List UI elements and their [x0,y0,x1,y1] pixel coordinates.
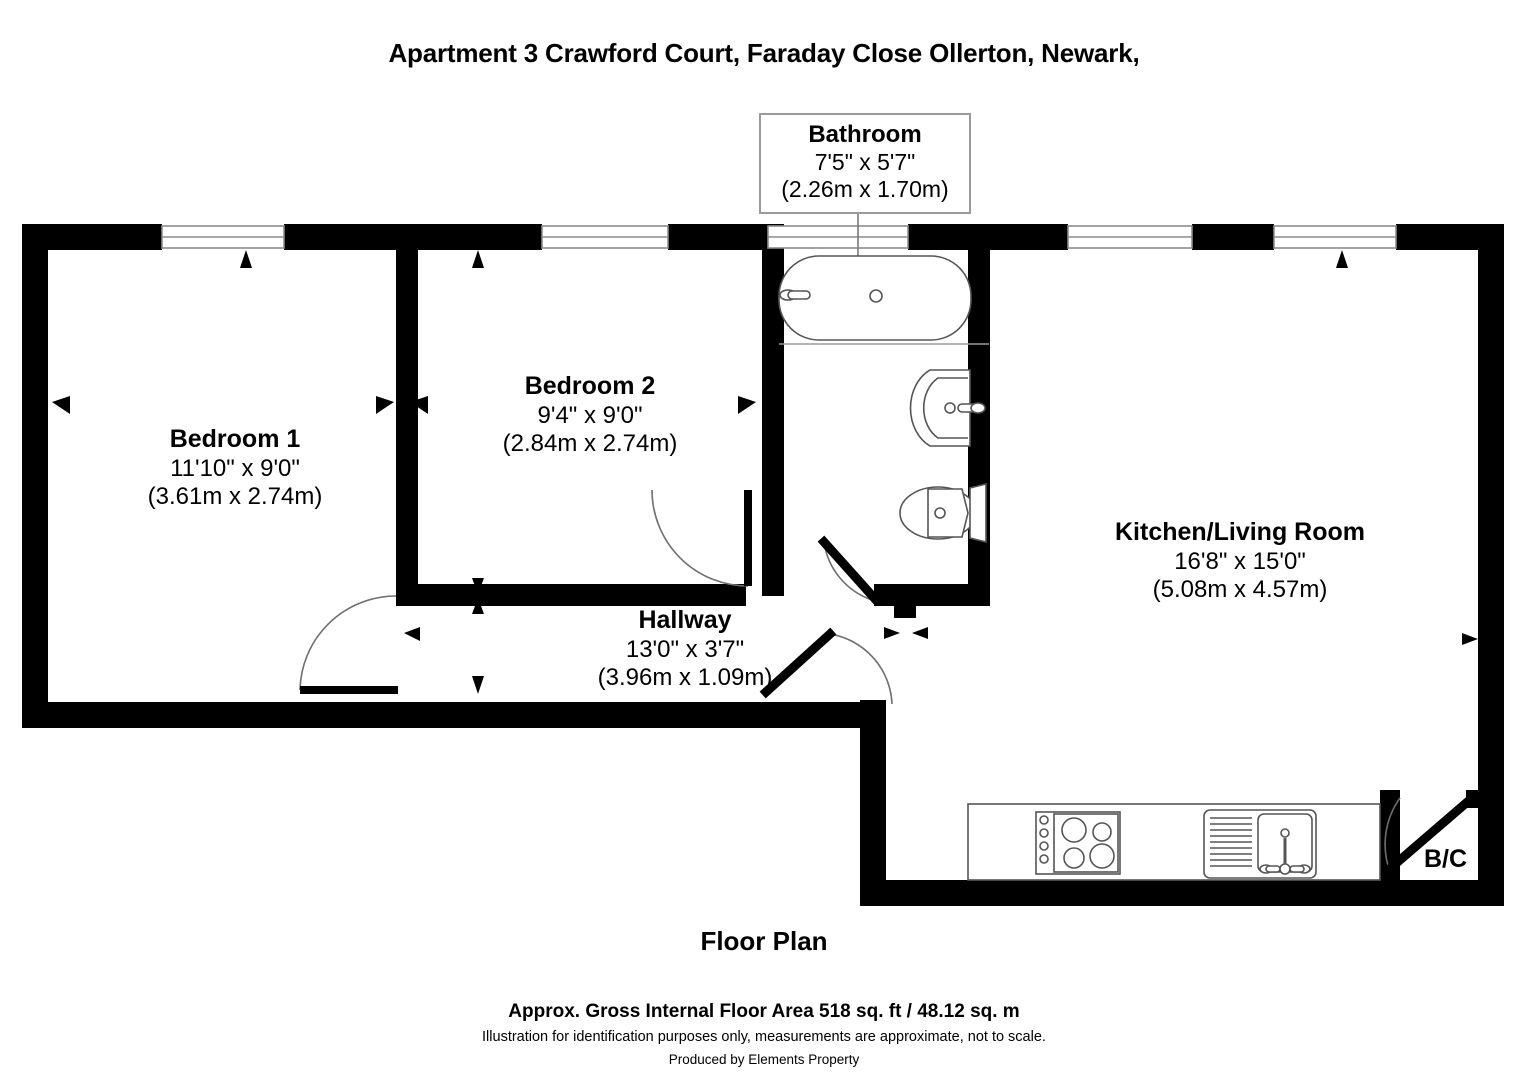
room-label-hallway: Hallway 13'0" x 3'7" (3.96m x 1.09m) [480,606,890,692]
wall-right-exterior [1478,224,1504,906]
wall-bottom-left [22,702,764,728]
door-boiler-cupboard [1379,791,1479,879]
bedroom2-metric: (2.84m x 2.74m) [502,429,678,457]
basin-tap [957,402,986,414]
dim-arrow-down-bedroom2 [472,578,484,594]
dim-arrow-right-hallway-end [884,627,900,639]
kitchen-fixtures [967,803,1381,881]
toilet-seat [927,488,969,538]
wall-bedroom2-bottom [396,584,746,606]
sink-plug [1280,828,1290,838]
bedroom2-imperial: 9'4" x 9'0" [537,401,643,429]
hob-burner-tl [1061,817,1087,843]
bathroom-fixtures [778,150,989,544]
page-title: Apartment 3 Crawford Court, Faraday Clos… [388,38,1140,68]
kitchen-name: Kitchen/Living Room [1115,518,1365,546]
kitchen-counter [967,803,1381,881]
bathroom-metric: (2.26m x 1.70m) [781,176,949,203]
wall-hall-kitchen-step [764,702,886,728]
sink-taps [1259,863,1311,875]
disclaimer-text: Illustration for identification purposes… [482,1029,1046,1045]
hob [1035,811,1121,875]
hob-burner-bl [1063,847,1085,869]
dim-arrow-up-kitchen [1336,250,1348,268]
dim-arrow-left-bedroom1 [52,396,70,414]
walls [22,224,1504,906]
windows [161,225,1397,249]
window-kitchen-left [1067,225,1193,249]
dimension-markers [52,250,1478,880]
wall-bathroom-bottom-nib [894,606,916,618]
hob-knob-2 [1039,828,1049,838]
producer-credit: Produced by Elements Property [668,1052,860,1067]
dim-arrow-right-bedroom2 [738,396,756,414]
dim-arrow-left-bedroom2 [410,396,428,414]
hob-burner-br [1089,843,1115,869]
dim-arrow-right-kitchen [1462,633,1478,645]
bathtub [778,255,989,345]
basin-plug [944,402,956,414]
dim-arrow-up-bedroom2 [472,250,484,268]
kitchen-imperial: 16'8" x 15'0" [1174,547,1306,575]
wall-left-exterior [22,224,48,728]
bathroom-name: Bathroom [808,121,922,148]
wall-bathroom-left [762,224,784,596]
wall-bedroom-partition [396,224,418,598]
room-label-kitchen-living-room: Kitchen/Living Room 16'8" x 15'0" (5.08m… [1060,518,1420,604]
dim-arrow-left-hallway [404,627,420,641]
room-label-bedroom-1: Bedroom 1 11'10" x 9'0" (3.61m x 2.74m) [40,425,430,511]
sink-drainer [1210,817,1252,867]
dim-arrow-right-bedroom1 [376,396,394,414]
wall-bathroom-bottom [874,584,990,606]
kitchen-sink [1203,809,1317,879]
hob-knob-1 [1039,815,1049,825]
hob-burner-tr [1092,822,1112,842]
wash-basin [909,369,986,447]
dim-arrow-up-bedroom1 [240,250,252,268]
toilet-cistern [969,482,987,544]
hallway-name: Hallway [638,606,732,634]
toilet [899,482,987,544]
wall-hallway-right-upper [860,700,886,906]
bedroom1-imperial: 11'10" x 9'0" [170,454,300,482]
door-bedroom2 [651,489,752,587]
bedroom1-metric: (3.61m x 2.74m) [147,482,323,510]
dim-arrow-down-hallway-top [472,598,484,614]
room-label-bedroom-2: Bedroom 2 9'4" x 9'0" (2.84m x 2.74m) [400,372,780,458]
door-kitchen [759,627,893,705]
dim-arrow-left-kitchen-start [912,627,928,639]
bathroom-imperial: 7'5" x 5'7" [814,149,916,176]
room-label-bathroom: Bathroom 7'5" x 5'7" (2.26m x 1.70m) [759,113,971,214]
bedroom2-name: Bedroom 2 [524,372,656,400]
hallway-metric: (3.96m x 1.09m) [597,663,773,691]
bedroom1-name: Bedroom 1 [169,425,301,453]
dim-arrow-down-hallway-bottom [472,676,484,694]
wall-top-e [1192,224,1274,250]
window-bathroom [767,225,909,249]
bathtub-plug [869,289,883,303]
doors [299,489,1479,879]
wall-top-c [668,224,768,250]
hallway-imperial: 13'0" x 3'7" [625,635,745,663]
window-bedroom2 [541,225,669,249]
room-label-boiler-cupboard: B/C [1424,845,1468,873]
door-bedroom1 [299,595,398,694]
door-bathroom [817,535,883,607]
hob-knob-4 [1039,854,1049,864]
kitchen-metric: (5.08m x 4.57m) [1152,575,1328,603]
window-bedroom1 [161,225,285,249]
hob-knob-3 [1039,841,1049,851]
bathtub-tap [779,289,811,301]
floor-plan-caption: Floor Plan [700,926,828,956]
toilet-flush [934,507,946,519]
wall-kitchen-bottom [860,880,1504,906]
window-kitchen-right [1273,225,1397,249]
gross-internal-area: Approx. Gross Internal Floor Area 518 sq… [508,1001,1020,1022]
